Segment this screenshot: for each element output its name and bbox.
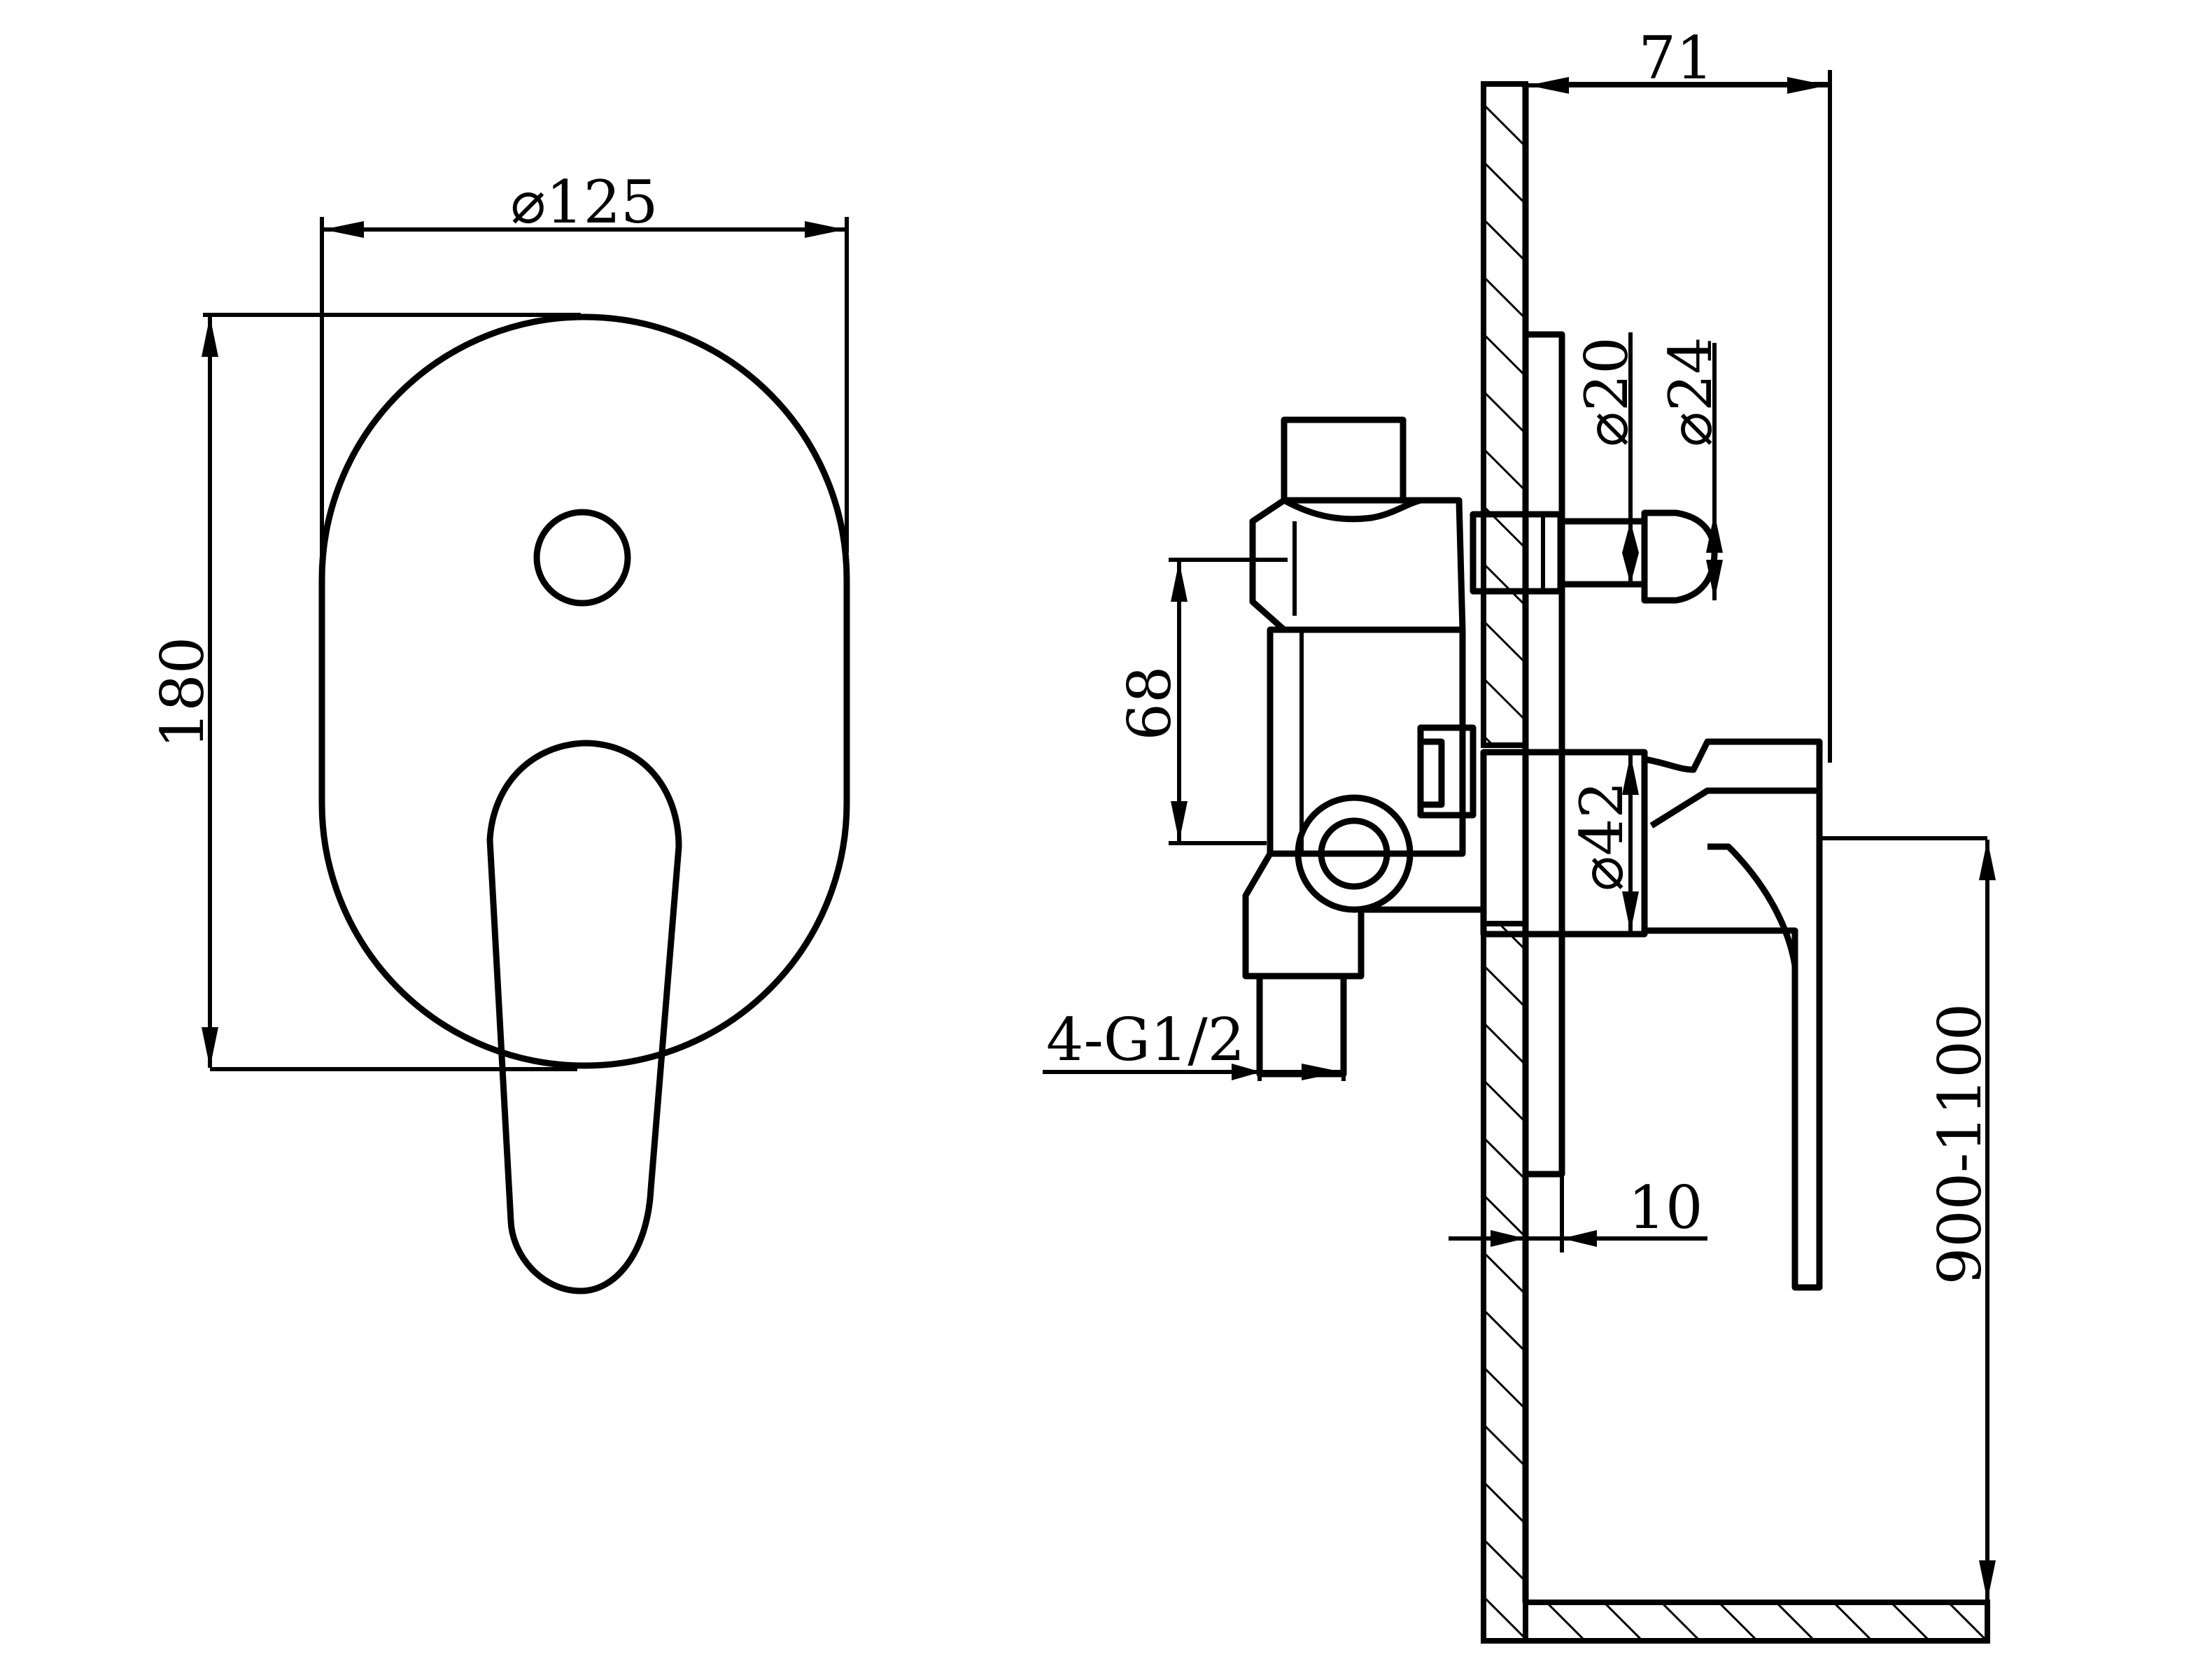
body-diameter-label: ⌀42 xyxy=(1568,781,1636,891)
wall-section-lower xyxy=(1481,921,1528,1644)
body-height-label: 68 xyxy=(1115,666,1184,741)
width-label: ⌀125 xyxy=(511,168,658,237)
diverter-knob-side xyxy=(1641,509,1718,604)
lever-side xyxy=(1641,738,1823,1291)
wall-section-upper xyxy=(1481,81,1528,748)
plate-thickness-label: 10 xyxy=(1628,1173,1703,1242)
thread-label: 4-G1/2 xyxy=(1046,1005,1245,1074)
install-height-label: 900-1100 xyxy=(1926,1003,1994,1285)
floor-section xyxy=(1523,1600,1990,1644)
diverter-knob xyxy=(533,509,631,607)
side-view: 71 ⌀20 ⌀24 xyxy=(1043,24,1996,1644)
height-label: 180 xyxy=(148,637,217,749)
side-port-outer xyxy=(1295,794,1414,913)
front-view: ⌀125 180 xyxy=(148,168,850,1294)
side-port-inner xyxy=(1318,817,1390,890)
cover-plate xyxy=(318,313,850,1069)
lever-handle xyxy=(486,740,682,1294)
depth-label: 71 xyxy=(1639,24,1714,92)
stem-inner-label: ⌀20 xyxy=(1572,337,1641,446)
stem-outer-label: ⌀24 xyxy=(1656,337,1725,446)
